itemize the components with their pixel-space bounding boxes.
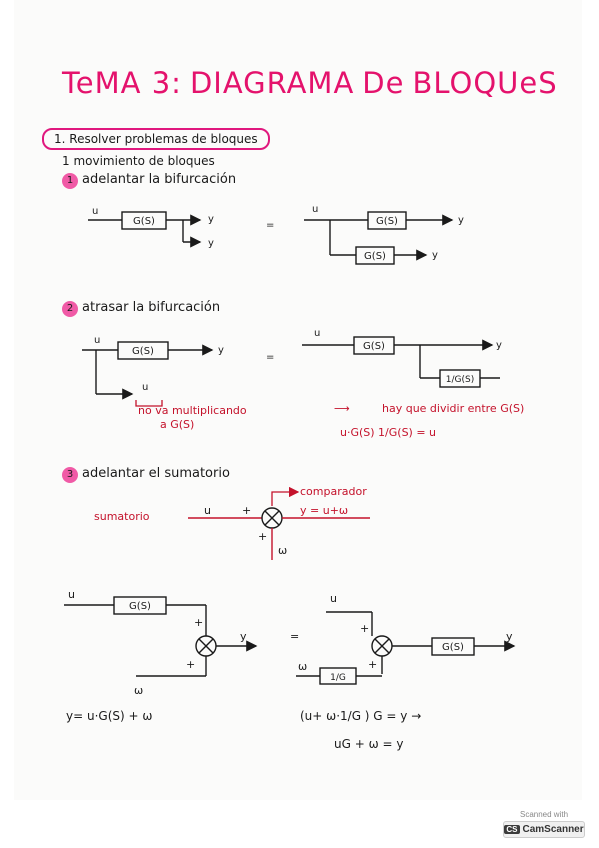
heading-resolver: 1. Resolver problemas de bloques [42,128,270,150]
label-sumatorio: sumatorio [94,510,150,523]
diagram-2-right [302,336,500,388]
label-y: y [208,214,214,225]
label-y: y [458,215,464,226]
label-w: ω [278,544,287,557]
block-label: G(S) [364,251,386,262]
equals-sign: = [266,352,274,363]
section-label: atrasar la bifurcación [82,300,221,315]
summing-junction-example [188,486,370,560]
label-w: ω [134,684,143,697]
label-y-sum: y = u+ω [300,504,348,517]
diagram-1-right [304,211,454,265]
block-label: 1/G [330,673,346,683]
equals-sign: = [266,220,274,231]
label-y: y [496,340,502,351]
label-w: ω [298,660,307,673]
label-u: u [204,504,211,517]
label-y: y [208,238,214,249]
section-2-heading: 2 atrasar la bifurcación [62,300,220,317]
diagram-1-left [88,211,202,248]
block-label: G(S) [132,346,154,357]
sign-plus: + [258,530,267,543]
label-u: u [312,204,318,215]
sign-plus: + [194,616,203,629]
camscanner-badge: Scanned with CS CamScanner [503,810,585,838]
block-label: 1/G(S) [446,375,474,385]
equals-sign: = [290,630,299,643]
section-label: adelantar el sumatorio [82,466,230,481]
title-part: DIAGRAMA [189,66,355,100]
sign-plus: + [186,658,195,671]
section-number: 3 [62,467,78,483]
heading-movimiento: 1 movimiento de bloques [62,154,215,168]
block-label: G(S) [133,216,155,227]
section-number: 2 [62,301,78,317]
equation-3b: (u+ ω·1/G ) G = y → [300,709,421,723]
sign-plus: + [368,658,377,671]
label-u: u [68,588,75,601]
equation-3c: uG + ω = y [334,737,403,751]
sign-plus: + [360,622,369,635]
sign-plus: + [242,504,251,517]
notebook-page [14,0,582,800]
camscanner-logo: CS CamScanner [503,821,585,838]
label-y: y [506,630,513,643]
badge-caption: Scanned with [519,810,569,819]
label-u: u [92,206,98,217]
note-a-g: a G(S) [160,418,194,431]
section-1-heading: 1 adelantar la bifurcación [62,172,236,189]
label-u: u [330,592,337,605]
section-number: 1 [62,173,78,189]
label-y: y [240,630,247,643]
label-y: y [218,345,224,356]
cs-mark-icon: CS [504,825,520,834]
diagram-2-left [82,341,214,400]
block-label: G(S) [442,642,464,653]
section-label: adelantar la bifurcación [82,172,237,187]
equation-3a: y= u·G(S) + ω [66,709,152,723]
label-y: y [432,250,438,261]
note-no-multiplica: no va multiplicando [138,404,247,417]
title-part: De [362,66,405,100]
title-part: BLOQUeS [412,66,558,100]
label-u: u [142,382,148,393]
diagram-3-right [296,611,516,685]
label-u: u [94,335,100,346]
brand-name: CamScanner [522,824,584,835]
label-comparador: comparador [300,485,367,498]
note-eq2: u·G(S) 1/G(S) = u [340,426,436,439]
diagram-3-left [64,596,258,677]
note-dividir: hay que dividir entre G(S) [382,402,524,415]
block-label: G(S) [363,341,385,352]
block-label: G(S) [129,601,151,612]
note-arrow: ⟶ [334,402,350,415]
label-u: u [314,328,320,339]
title-part: TeMA 3: [62,66,182,100]
block-label: G(S) [376,216,398,227]
section-3-heading: 3 adelantar el sumatorio [62,466,230,483]
